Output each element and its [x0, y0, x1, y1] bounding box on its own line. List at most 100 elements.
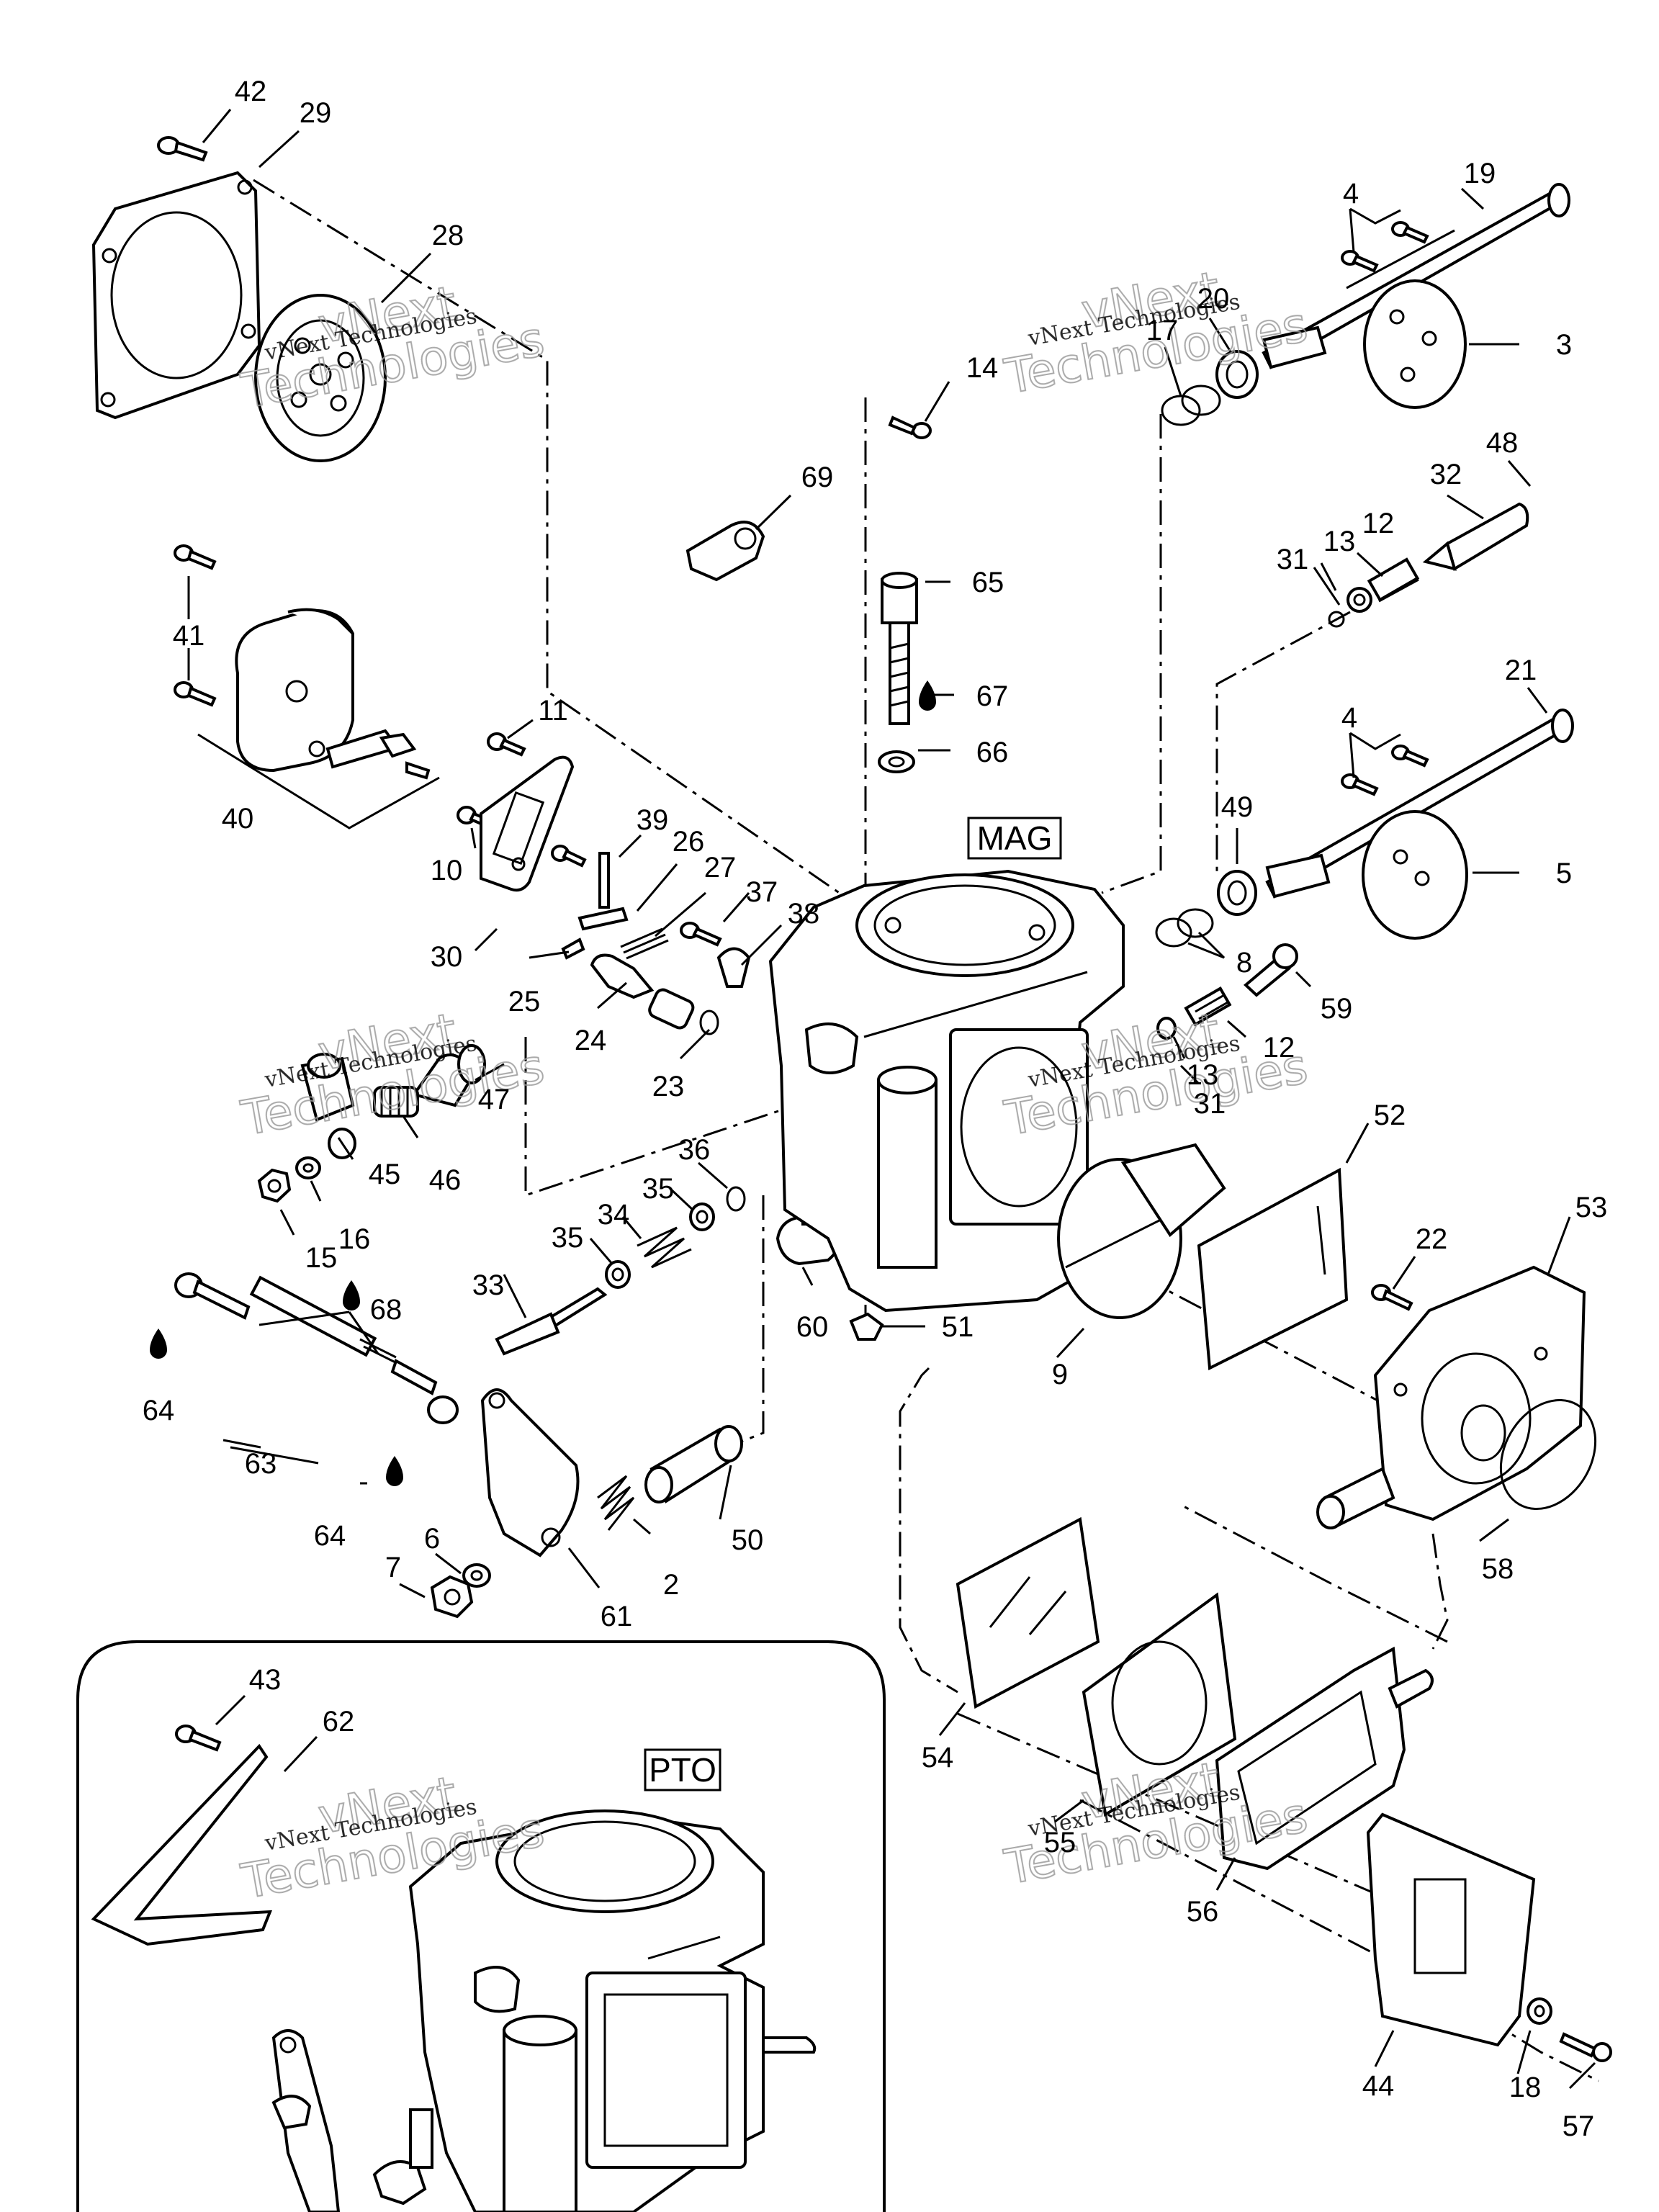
callout-37: 37: [746, 876, 778, 908]
seat-23: [648, 988, 719, 1035]
callout-25: 25: [508, 986, 541, 1017]
bracket-30: [480, 755, 575, 892]
spring-2: [597, 1475, 635, 1531]
callout-43: 43: [249, 1664, 282, 1696]
washer-13b: [1156, 1017, 1177, 1040]
callout-30: 30: [431, 941, 463, 973]
pto-inset: PTO: [76, 1640, 886, 2212]
callout-5: 5: [1556, 858, 1572, 889]
diaphragm-28: [254, 294, 387, 462]
callout-51: 51: [942, 1311, 974, 1343]
callout-54: 54: [922, 1742, 954, 1773]
washer-18: [1527, 1997, 1552, 2025]
pump-cover-53: [1316, 1265, 1586, 1529]
drop-icon: [919, 680, 936, 711]
callout-35: 35: [642, 1173, 675, 1205]
screw-22: [1371, 1284, 1413, 1311]
callout-12: 12: [1263, 1032, 1295, 1064]
screw-14: [888, 415, 932, 439]
callout-48: 48: [1486, 427, 1519, 459]
callout-32: 32: [1430, 459, 1462, 490]
callout-20: 20: [1197, 283, 1230, 315]
callout-27: 27: [704, 852, 737, 884]
callout-24: 24: [575, 1025, 607, 1056]
screw-43: [175, 1725, 222, 1752]
callout-7: 7: [385, 1552, 401, 1583]
screw-45: [300, 1053, 356, 1159]
gasket-55: [1082, 1592, 1237, 1817]
callout-64: 64: [314, 1520, 346, 1552]
tube-50: [644, 1425, 743, 1503]
callout-28: 28: [432, 220, 464, 251]
callout-11: 11: [538, 695, 568, 727]
callout-33: 33: [472, 1269, 505, 1301]
bolt-65: [881, 572, 918, 725]
spring-12a: [1367, 557, 1420, 603]
screws-4a: [1341, 221, 1429, 273]
callout-26: 26: [673, 826, 705, 858]
callout-64: 64: [143, 1395, 175, 1426]
washer-66: [878, 750, 915, 773]
needle-24: [590, 953, 655, 999]
callout-68: 68: [370, 1294, 403, 1326]
callout-47: 47: [478, 1084, 511, 1115]
callout-42: 42: [235, 76, 267, 107]
callout-14: 14: [966, 352, 999, 384]
screw-57: [1559, 2032, 1612, 2062]
callout-18: 18: [1509, 2072, 1542, 2103]
throttle-plate-5: [1362, 810, 1468, 940]
o-rings-8: [1155, 908, 1214, 948]
fitting-47: [411, 1044, 486, 1107]
clip-38: [716, 947, 751, 988]
callout-23: 23: [652, 1071, 685, 1102]
callout-31: 31: [1277, 544, 1309, 575]
washer-6: [462, 1563, 491, 1588]
lubricant-drops: [150, 680, 936, 1486]
callout-16: 16: [338, 1223, 371, 1255]
pto-label-box: PTO: [644, 1748, 721, 1791]
spring-46: [373, 1086, 419, 1118]
callout-15: 15: [305, 1242, 338, 1274]
callout-46: 46: [429, 1164, 462, 1196]
callout-45: 45: [369, 1159, 401, 1190]
callout-22: 22: [1416, 1223, 1448, 1255]
screw-59: [1243, 943, 1298, 997]
callout-2: 2: [663, 1569, 679, 1601]
screws-4b: [1341, 745, 1429, 796]
callout-57: 57: [1563, 2110, 1595, 2142]
washer-35b: [605, 1260, 631, 1289]
callout-66: 66: [976, 737, 1009, 768]
callout-62: 62: [323, 1706, 355, 1737]
o-rings-17: [1161, 385, 1221, 426]
callout-69: 69: [801, 462, 834, 493]
callout-41: 41: [173, 620, 205, 652]
callout-67: 67: [976, 680, 1009, 712]
callout-13: 13: [1323, 526, 1356, 557]
screw-11b: [551, 845, 587, 868]
o-ring-31a: [1328, 611, 1345, 628]
callout-13: 13: [1187, 1059, 1219, 1091]
callout-60: 60: [796, 1311, 829, 1343]
gasket-29: [91, 171, 261, 420]
carburetor-body-mag: [768, 869, 1125, 1313]
callout-9: 9: [1052, 1359, 1068, 1390]
float-arm-26: [577, 907, 629, 931]
callout-52: 52: [1374, 1100, 1406, 1131]
callout-50: 50: [732, 1524, 764, 1556]
callout-12: 12: [1362, 508, 1395, 539]
washer-13a: [1346, 587, 1372, 613]
drop-icon: [386, 1456, 403, 1486]
callout-49: 49: [1221, 791, 1254, 823]
callout-39: 39: [637, 804, 669, 836]
leader-lines: [187, 109, 1596, 2090]
nut-51: [849, 1312, 884, 1341]
callout-3: 3: [1556, 329, 1572, 361]
mag-label-box: MAG: [967, 817, 1062, 860]
mag-label: MAG: [977, 819, 1053, 857]
bushing-20: [1215, 350, 1259, 399]
nut-15: [257, 1168, 292, 1203]
o-ring-36: [726, 1186, 746, 1212]
washer-35a: [689, 1202, 715, 1231]
pto-label: PTO: [649, 1751, 716, 1789]
